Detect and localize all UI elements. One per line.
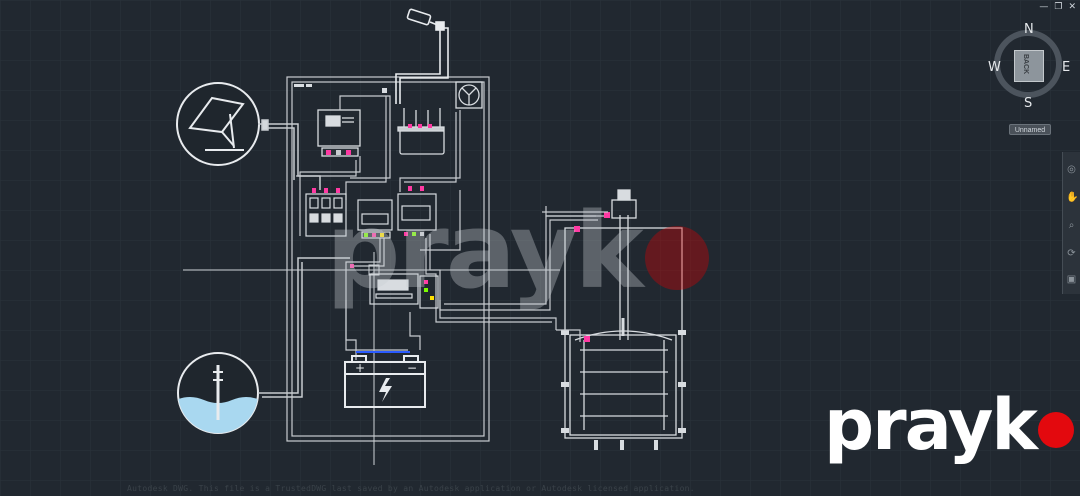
compass-east[interactable]: E (1062, 60, 1071, 75)
brand-logo-dot (1037, 412, 1074, 448)
circuit-breakers[interactable] (305, 188, 347, 237)
battery-plus-symbol: + (355, 361, 365, 375)
viewcube-face[interactable]: BACK (1014, 50, 1044, 82)
solar-panel[interactable] (176, 82, 260, 166)
showmotion-icon[interactable]: ▣ (1066, 274, 1077, 285)
watermark-text: prayk (326, 190, 644, 312)
ucs-menu-button[interactable]: Unnamed (1009, 124, 1051, 135)
viewcube-face-label: BACK (1022, 54, 1029, 75)
internal-wiring (296, 95, 598, 360)
charge-controller[interactable] (317, 109, 361, 157)
relay-modules[interactable] (357, 186, 437, 239)
navigation-bar: ◎ ✋ ⌕ ⟳ ▣ (1062, 152, 1080, 294)
security-camera[interactable] (395, 8, 449, 104)
restore-icon[interactable]: ❐ (1054, 2, 1063, 12)
dwg-status-text: Autodesk DWG. This file is a TrustedDWG … (127, 484, 695, 493)
zoom-icon[interactable]: ⌕ (1068, 220, 1075, 231)
control-panel-enclosure[interactable] (286, 76, 490, 442)
window-controls: — ❐ ✕ (1039, 2, 1076, 12)
brand-logo: prayk (824, 390, 1074, 460)
battery[interactable] (344, 355, 426, 408)
pan-icon[interactable]: ✋ (1066, 192, 1079, 203)
orbit-icon[interactable]: ⟳ (1067, 248, 1076, 259)
battery-minus-symbol: − (407, 361, 417, 375)
crosshair-cursor (183, 252, 560, 465)
sensor-cable (258, 257, 350, 398)
wifi-router[interactable] (397, 108, 445, 155)
compass-south[interactable]: S (1024, 96, 1033, 111)
minimize-icon[interactable]: — (1039, 2, 1049, 12)
tank-cable (542, 206, 608, 342)
timer-display[interactable] (350, 264, 439, 309)
viewcube[interactable]: N S W E BACK (986, 22, 1074, 117)
brand-logo-text: prayk (824, 384, 1038, 466)
compass-north[interactable]: N (1024, 22, 1034, 37)
watermark-logo: prayk (326, 196, 709, 306)
steering-wheel-icon[interactable]: ◎ (1067, 164, 1076, 175)
watermark-dot (644, 226, 709, 290)
tank-brackets (561, 212, 686, 450)
close-icon[interactable]: ✕ (1068, 2, 1076, 12)
cooling-fan[interactable] (455, 81, 483, 109)
enclosure-terminal-markers (294, 84, 387, 93)
viewcube-compass-ring[interactable] (994, 30, 1062, 98)
compass-west[interactable]: W (988, 60, 1001, 75)
